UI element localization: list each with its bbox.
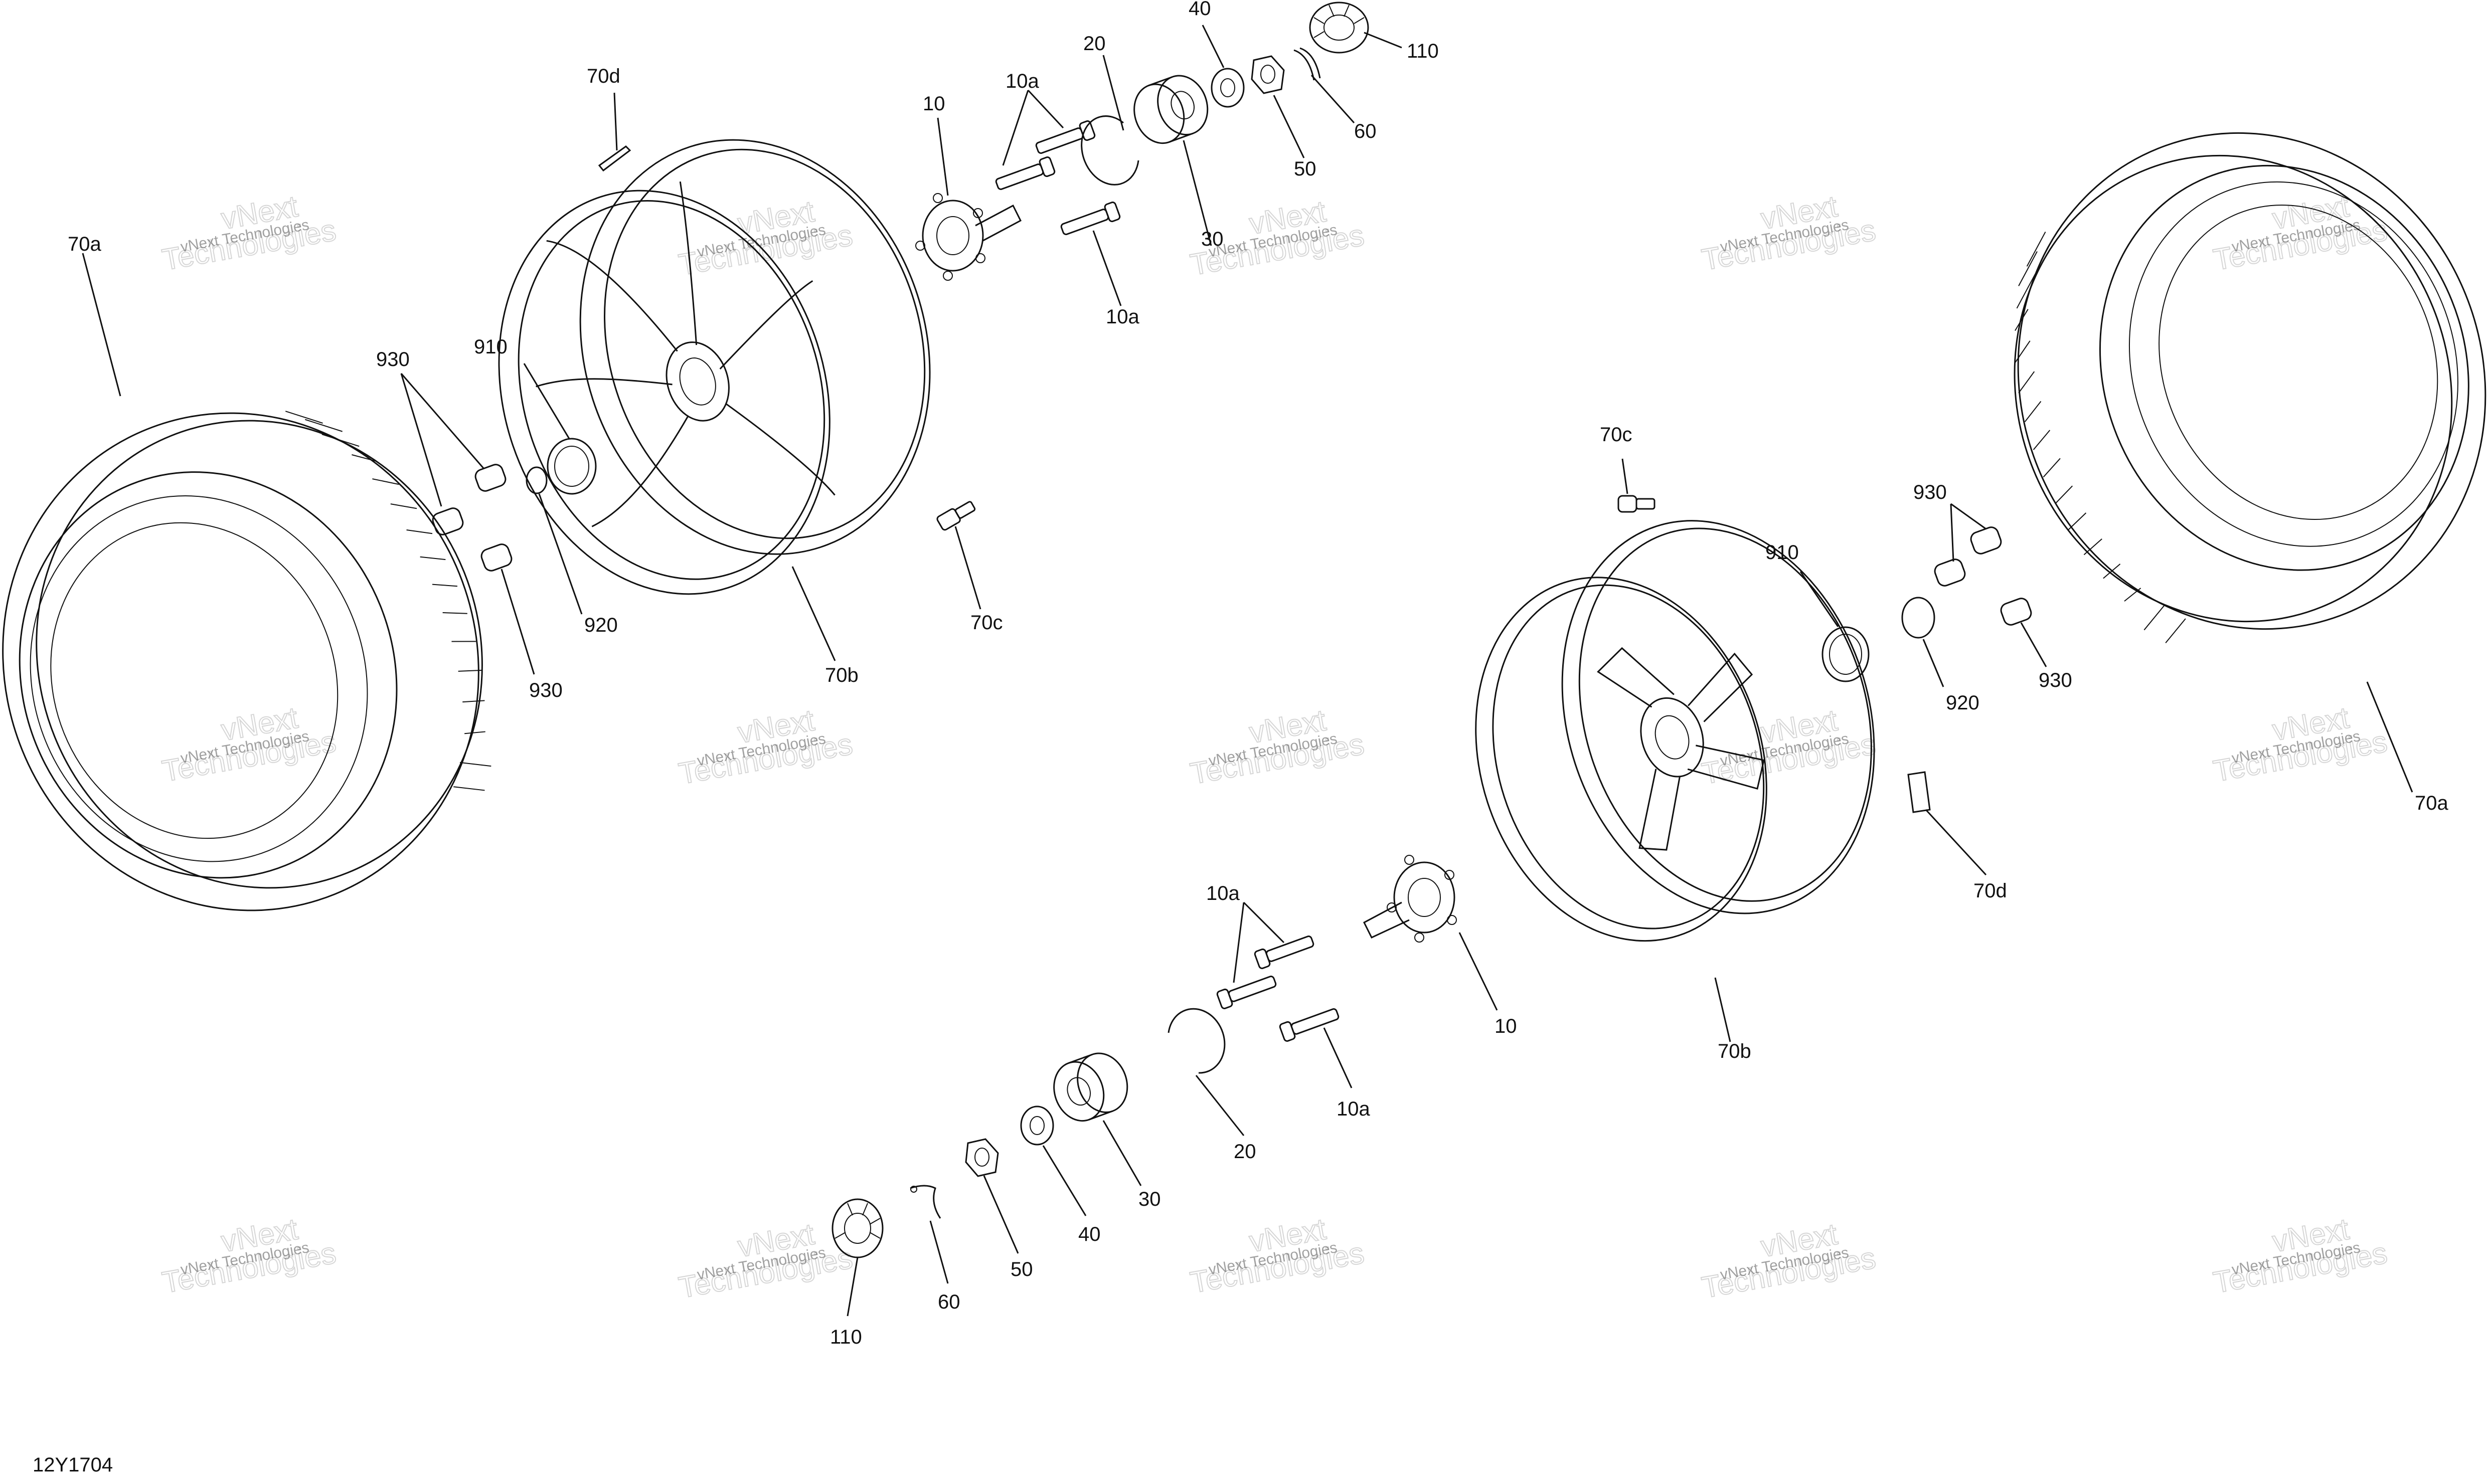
tire-left xyxy=(2,411,491,911)
watermark: vNext Technologies vNext Technologies xyxy=(1699,189,1879,277)
label-110-left: 110 xyxy=(1407,40,1439,62)
label-20-left: 20 xyxy=(1083,33,1106,55)
valve-stem-right xyxy=(1617,495,1655,513)
watermark: vNext Technologies vNext Technologies xyxy=(159,700,339,789)
label-910-left: 910 xyxy=(474,336,508,358)
label-920-left: 920 xyxy=(584,614,618,636)
lug-nut-right-3 xyxy=(2000,598,2032,626)
label-930-right-bottom: 930 xyxy=(2039,669,2072,691)
label-60-left: 60 xyxy=(1354,120,1377,142)
nut-left xyxy=(1251,55,1285,94)
label-70a-left: 70a xyxy=(68,233,101,255)
center-cap-left xyxy=(526,466,548,494)
tire-tread-pattern xyxy=(2014,231,2186,644)
leader-lines xyxy=(82,25,2413,1317)
label-10a-right-top: 10a xyxy=(1206,882,1240,904)
label-50-left: 50 xyxy=(1294,158,1316,180)
label-70a-right: 70a xyxy=(2415,792,2448,814)
part-labels: 70a 70d 10 10a 20 40 110 60 50 30 10a 93… xyxy=(68,0,2448,1348)
label-30-left: 30 xyxy=(1201,228,1224,250)
label-10a-right-bottom: 10a xyxy=(1337,1098,1370,1120)
label-930-right-top: 930 xyxy=(1913,481,1947,503)
label-70b-right: 70b xyxy=(1718,1040,1751,1062)
lug-nut-left-1 xyxy=(474,464,507,492)
label-tag-right xyxy=(1907,771,1931,813)
bearing-left xyxy=(1133,75,1209,144)
lug-nut-right-1 xyxy=(1970,526,2002,554)
cotter-pin-right xyxy=(910,1185,941,1219)
label-70c-right: 70c xyxy=(1600,424,1632,446)
label-10a-left-bottom: 10a xyxy=(1106,306,1139,328)
tire-tread-pattern xyxy=(285,411,491,791)
hub-right xyxy=(1363,855,1457,943)
watermark: vNext Technologies vNext Technologies xyxy=(159,1212,339,1300)
hub-cap-left xyxy=(1309,2,1369,54)
watermark: vNext Technologies vNext Technologies xyxy=(1187,1212,1367,1300)
label-70b-left: 70b xyxy=(825,664,859,686)
nut-right xyxy=(965,1138,999,1177)
watermark: vNext Technologies vNext Technologies xyxy=(2210,189,2390,277)
label-40-right: 40 xyxy=(1078,1223,1101,1245)
rim-spokes xyxy=(1597,647,1765,851)
valve-stem-left xyxy=(936,501,976,531)
watermark: vNext Technologies vNext Technologies xyxy=(676,1217,856,1305)
watermark: vNext Technologies vNext Technologies xyxy=(1699,703,1879,791)
circlip-left xyxy=(1081,115,1139,186)
label-40-left: 40 xyxy=(1189,0,1211,20)
watermark: vNext Technologies vNext Technologies xyxy=(2210,1212,2390,1300)
cotter-pin-left xyxy=(1293,47,1321,81)
stud-left-1 xyxy=(1035,120,1096,154)
washer-left xyxy=(1211,68,1245,108)
center-ring-left xyxy=(547,438,597,495)
watermark: vNext Technologies vNext Technologies xyxy=(2210,700,2390,789)
tire-right xyxy=(2014,132,2486,644)
label-10a-left-top: 10a xyxy=(1006,70,1039,92)
label-920-right: 920 xyxy=(1946,692,1979,714)
label-10-left: 10 xyxy=(923,93,945,115)
label-20-right: 20 xyxy=(1234,1141,1256,1163)
label-930-left-bottom: 930 xyxy=(529,679,563,701)
label-70d-left: 70d xyxy=(587,65,620,87)
stud-left-2 xyxy=(995,156,1056,190)
bearing-right xyxy=(1053,1052,1128,1122)
circlip-right xyxy=(1168,1008,1226,1074)
watermark: vNext Technologies vNext Technologies xyxy=(1187,703,1367,791)
label-70c-left: 70c xyxy=(970,612,1003,634)
label-910-right: 910 xyxy=(1765,541,1799,564)
label-930-left-top: 930 xyxy=(376,348,410,370)
lug-nut-left-3 xyxy=(480,543,513,572)
label-110-right: 110 xyxy=(830,1326,862,1348)
label-50-right: 50 xyxy=(1011,1258,1033,1280)
watermark: vNext Technologies vNext Technologies xyxy=(1699,1217,1879,1305)
stud-right-1 xyxy=(1254,936,1314,969)
watermark: vNext Technologies vNext Technologies xyxy=(676,703,856,791)
center-ring-right xyxy=(1821,626,1870,682)
label-70d-right: 70d xyxy=(1973,880,2007,902)
rim-left xyxy=(498,139,931,595)
watermark: vNext Technologies vNext Technologies xyxy=(159,189,339,277)
label-tag-left xyxy=(598,145,631,172)
stud-left-3 xyxy=(1060,202,1121,235)
stud-right-2 xyxy=(1216,976,1277,1009)
center-cap-right xyxy=(1901,597,1935,639)
stud-right-3 xyxy=(1279,1008,1340,1042)
lug-nut-right-2 xyxy=(1934,559,1966,587)
label-60-right: 60 xyxy=(938,1291,960,1313)
washer-right xyxy=(1020,1105,1054,1146)
rim-right xyxy=(1475,520,1875,942)
rim-spokes xyxy=(536,181,836,527)
lug-nut-left-2 xyxy=(432,507,464,535)
label-10-right: 10 xyxy=(1494,1015,1517,1037)
label-30-right: 30 xyxy=(1138,1188,1161,1210)
hub-left xyxy=(915,193,1022,281)
hub-cap-right xyxy=(832,1198,884,1258)
diagram-id: 12Y1704 xyxy=(33,1454,113,1476)
